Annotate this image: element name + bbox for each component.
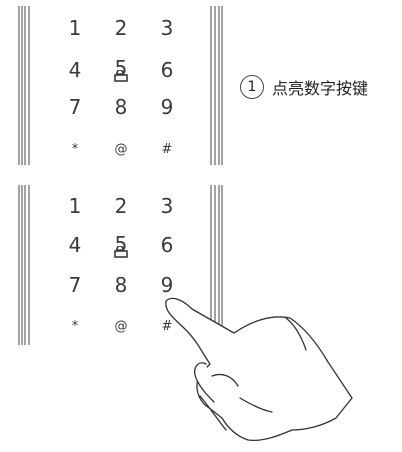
key-8[interactable]: 8 <box>103 268 139 302</box>
key-8[interactable]: 8 <box>103 90 139 124</box>
key-5-container[interactable]: 5 <box>103 51 139 85</box>
key-6[interactable]: 6 <box>149 53 185 87</box>
key-4[interactable]: 4 <box>57 228 93 262</box>
key-hash[interactable]: # <box>149 309 185 343</box>
step-annotation: 1 点亮数字按键 <box>240 69 368 105</box>
key-at[interactable]: @ <box>103 132 139 166</box>
step-text: 点亮数字按键 <box>272 79 369 98</box>
key-1[interactable]: 1 <box>57 11 93 45</box>
key-6[interactable]: 6 <box>149 228 185 262</box>
lock-open-icon <box>114 70 128 82</box>
key-3[interactable]: 3 <box>149 11 185 45</box>
key-2[interactable]: 2 <box>103 11 139 45</box>
key-7[interactable]: 7 <box>57 268 93 302</box>
key-5: 5 <box>114 232 128 256</box>
lock-open-icon <box>114 246 128 258</box>
key-1[interactable]: 1 <box>57 189 93 223</box>
key-3[interactable]: 3 <box>149 189 185 223</box>
key-9[interactable]: 9 <box>149 268 185 302</box>
key-5-container[interactable]: 5 <box>103 227 139 261</box>
key-at[interactable]: @ <box>103 309 139 343</box>
key-9[interactable]: 9 <box>149 90 185 124</box>
step-number: 1 <box>240 75 264 99</box>
key-7[interactable]: 7 <box>57 90 93 124</box>
key-5: 5 <box>114 56 128 80</box>
key-star[interactable]: * <box>57 309 93 343</box>
key-4[interactable]: 4 <box>57 53 93 87</box>
key-2[interactable]: 2 <box>103 189 139 223</box>
key-hash[interactable]: # <box>149 132 185 166</box>
key-star[interactable]: * <box>57 132 93 166</box>
